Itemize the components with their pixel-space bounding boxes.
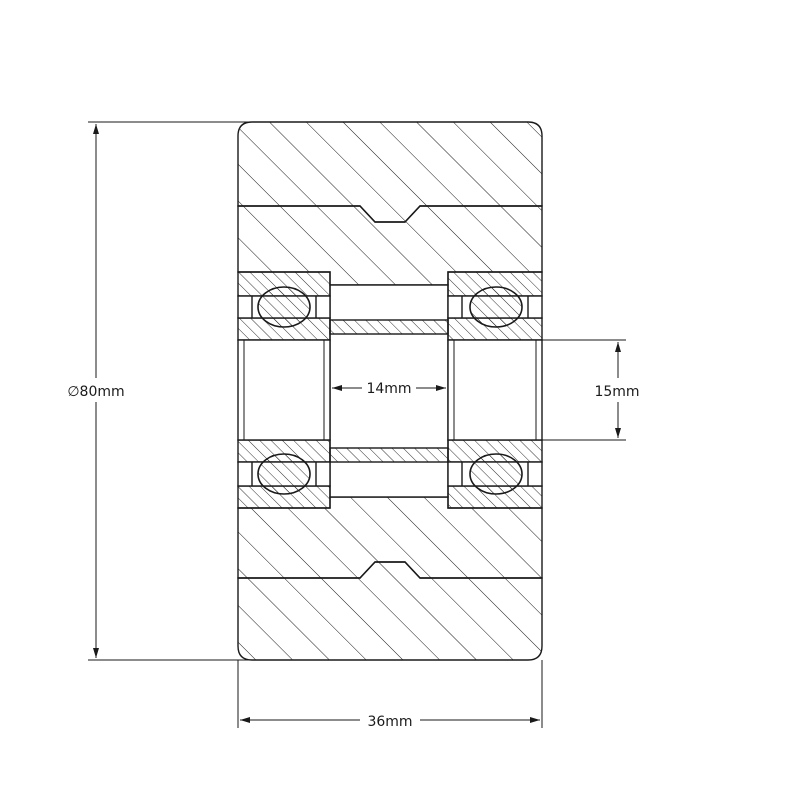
- inner-spacing-label: 15mm: [594, 384, 639, 400]
- right-bore-wall: [447, 339, 543, 441]
- bearing-left-upper: [237, 271, 331, 341]
- bearing-right-lower: [447, 439, 543, 509]
- spacer-top: [329, 319, 449, 335]
- bearing-left-lower: [237, 439, 331, 509]
- bore-gap-label: 14mm: [366, 381, 411, 397]
- spacer-bottom: [329, 447, 449, 463]
- dimension-bore-gap: 14mm: [332, 376, 446, 400]
- outer-diameter-label: ∅80mm: [67, 384, 124, 400]
- width-label: 36mm: [367, 714, 412, 730]
- dimension-width: 36mm: [237, 660, 543, 732]
- dimension-inner-spacing: 15mm: [542, 339, 646, 441]
- left-bore-wall: [237, 339, 331, 441]
- bearing-right-upper: [447, 271, 543, 341]
- dimension-outer-diameter: ∅80mm: [60, 121, 250, 661]
